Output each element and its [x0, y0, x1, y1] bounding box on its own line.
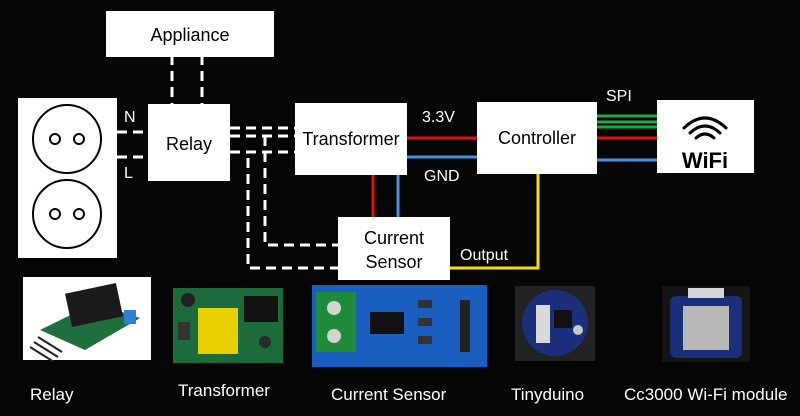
- caption-cc3000: Cc3000 Wi-Fi module: [624, 385, 787, 404]
- component-captions: Relay Transformer Current Sensor Tinydui…: [30, 381, 787, 404]
- label-spi: SPI: [606, 88, 632, 105]
- cc3000-photo: [662, 286, 750, 362]
- appliance-block: Appliance: [106, 11, 274, 57]
- current-sensor-block: Current Sensor: [338, 217, 450, 280]
- label-n: N: [124, 109, 136, 126]
- transformer-label: Transformer: [302, 129, 399, 149]
- tinyduino-photo: [515, 286, 595, 361]
- outlet-icon: [18, 98, 117, 258]
- wifi-icon: [682, 116, 728, 140]
- caption-current-sensor: Current Sensor: [331, 385, 447, 404]
- relay-label: Relay: [166, 134, 212, 154]
- caption-relay: Relay: [30, 385, 74, 404]
- mains-wiring: [117, 55, 338, 270]
- wire-sensor-output: [428, 174, 540, 270]
- wifi-block: WiFi: [657, 100, 754, 173]
- current-sensor-label-2: Sensor: [365, 252, 422, 272]
- caption-transformer: Transformer: [178, 381, 270, 400]
- current-sensor-label-1: Current: [364, 228, 424, 248]
- label-output: Output: [460, 247, 509, 264]
- controller-block: Controller: [477, 102, 597, 174]
- controller-label: Controller: [498, 128, 576, 148]
- current-sensor-photo: [312, 285, 487, 367]
- wire-to-sensor-2: [246, 158, 338, 270]
- dc-wiring: [371, 114, 658, 270]
- relay-photo: [23, 277, 151, 363]
- appliance-label: Appliance: [150, 25, 229, 45]
- wifi-label: WiFi: [682, 148, 728, 173]
- relay-block: Relay: [148, 104, 230, 181]
- transformer-block: Transformer: [295, 103, 407, 175]
- wire-to-sensor-1: [263, 136, 338, 247]
- caption-tinyduino: Tinyduino: [511, 385, 584, 404]
- label-gnd: GND: [424, 168, 460, 185]
- label-3v3: 3.3V: [422, 109, 455, 126]
- label-l: L: [124, 165, 133, 182]
- transformer-photo: [173, 288, 283, 363]
